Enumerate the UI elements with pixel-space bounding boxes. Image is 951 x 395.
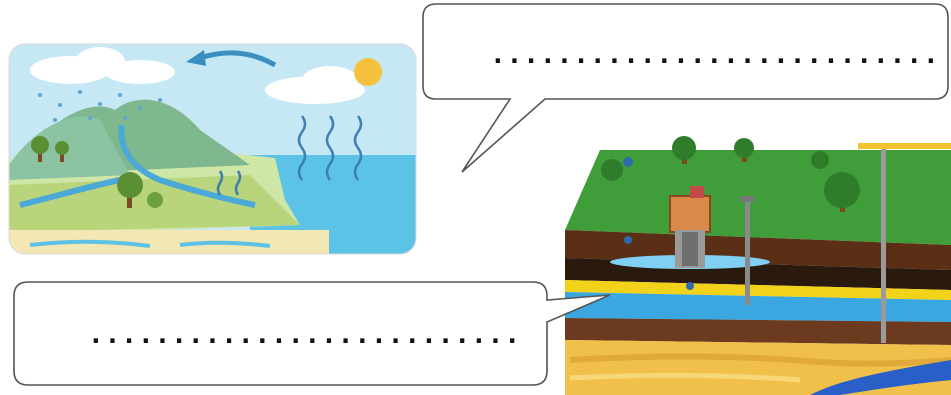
grass-top: [565, 150, 951, 245]
sun-icon: [354, 58, 382, 86]
top-answer-blank[interactable]: ...........................: [490, 40, 940, 70]
water-cycle-illustration: [9, 44, 416, 254]
well-icon: [670, 186, 710, 268]
bottom-answer-blank[interactable]: ..........................: [88, 320, 521, 350]
groundwater-cross-section-illustration: [565, 136, 951, 395]
